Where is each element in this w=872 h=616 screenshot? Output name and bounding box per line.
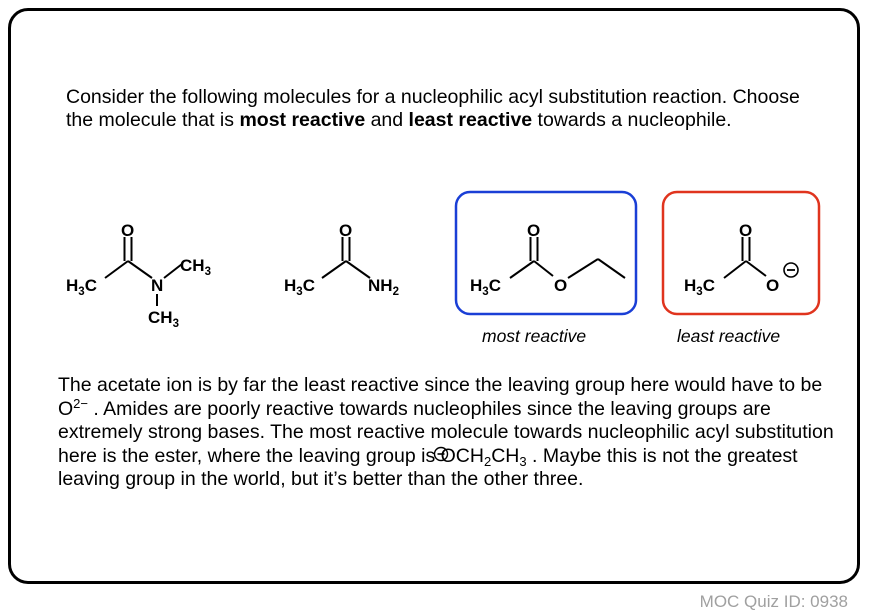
m3-bond-c-o [533,260,554,277]
answer-text: The acetate ion is by far the least reac… [58,374,838,492]
quiz-card [8,8,860,584]
m2-bond-ch3-c [321,260,347,279]
m1-ch3-top: CH3 [180,256,211,278]
m4-oxygen-anion: O [766,276,779,295]
answer-ethoxide-b: CH [491,444,520,467]
answer-ethoxide-sub2: 3 [519,453,527,469]
m3-bond-ch3-c [509,260,535,279]
m1-oxygen: O [121,221,134,240]
question-most-reactive: most reactive [239,109,366,131]
molecule-dimethylacetamide [104,237,183,306]
m1-nitrogen: N [151,276,163,295]
m2-oxygen: O [339,221,352,240]
m4-bond-c-o [745,260,767,277]
quiz-id-label: MOC Quiz ID: 0938 [699,592,848,611]
negative-charge-icon [783,262,799,278]
question-part1: Consider the following molecules for a n… [66,86,800,131]
answer-sentence-4: . Maybe this is not the greatest leaving… [58,444,798,491]
question-least-reactive: least reactive [408,109,533,131]
m2-bond-c-n [345,260,371,279]
m3-oxygen: O [527,221,540,240]
least-reactive-box [661,190,821,316]
answer-sentence-2: . Amides are poorly reactive towards nuc… [58,397,834,467]
m2-h3c: H3C [284,276,315,298]
answer-o-charge: 2− [73,395,88,411]
m3-h3c: H3C [470,276,501,298]
least-reactive-caption: least reactive [677,326,780,346]
answer-sentence-1: The acetate ion is by far the least reac… [58,374,823,420]
most-reactive-caption: most reactive [482,326,586,346]
m1-bond-ch3-c [104,260,129,279]
m4-h3c: H3C [684,276,715,298]
question-text: Consider the following molecules for a n… [66,86,826,132]
m1-ch3-bottom: CH3 [148,308,179,330]
m3-bond-ch2-ch3 [597,258,626,279]
question-part3: towards a nucleophile. [532,109,732,131]
m4-bond-ch3-c [723,260,747,279]
m3-bond-o-ch2 [567,258,599,279]
most-reactive-box [454,190,638,316]
m1-h3c: H3C [66,276,97,298]
molecule-ethyl-acetate [509,237,626,279]
question-part2: and [365,109,409,131]
answer-ethoxide-sub1: 2 [483,453,492,469]
molecule-acetate-ion [723,237,767,279]
m2-nh2: NH2 [368,276,399,298]
molecule-acetamide [321,237,371,279]
answer-ethoxide-a: OCH [440,444,484,467]
m1-bond-c-n [127,260,153,279]
m4-oxygen: O [739,221,752,240]
m3-ester-oxygen: O [554,276,567,295]
m1-bond-n-ch3-top [163,263,183,279]
